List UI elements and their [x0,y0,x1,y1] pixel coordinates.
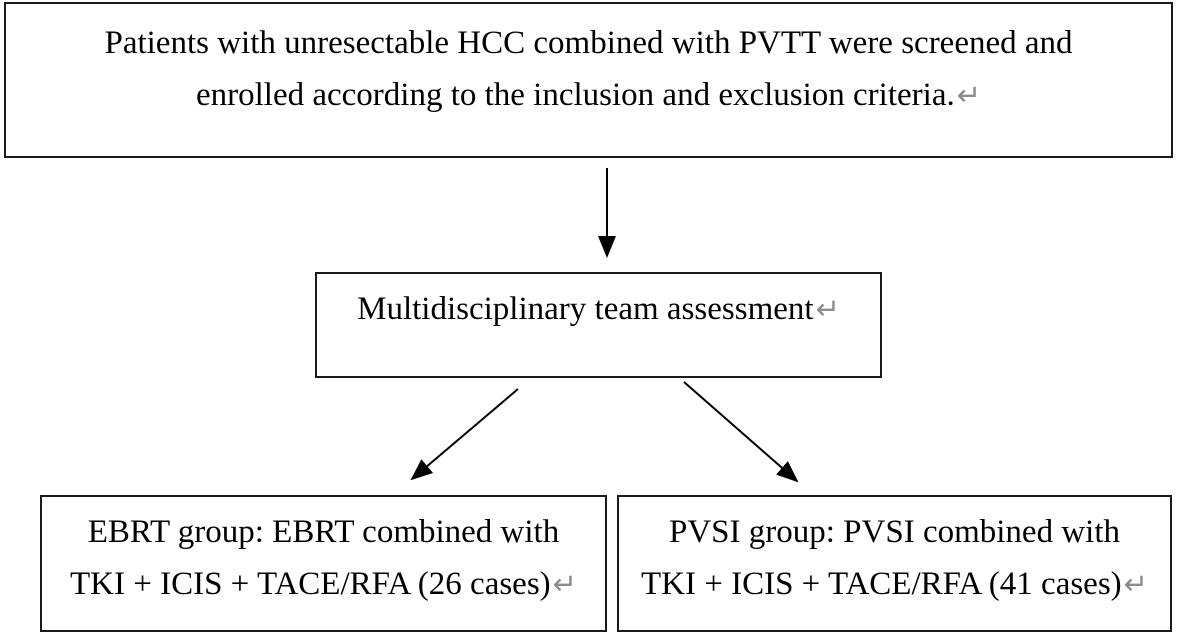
pvsi-group-line1: PVSI group: PVSI combined with [619,506,1170,558]
ebrt-group-line1-text: EBRT group: EBRT combined with [87,514,560,550]
screening-box-line2: enrolled according to the inclusion and … [6,69,1171,121]
paragraph-return-icon: ↵ [956,78,982,112]
pvsi-group-line2: TKI + ICIS + TACE/RFA (41 cases)↵ [619,558,1170,610]
paragraph-return-icon: ↵ [1123,567,1148,601]
mdt-assessment-text: Multidisciplinary team assessment [357,291,814,327]
pvsi-group-line2-text: TKI + ICIS + TACE/RFA (41 cases) [641,566,1122,602]
screening-box-line1-text: Patients with unresectable HCC combined … [104,25,1073,61]
arrow-middle-to-pvsi [683,381,799,483]
mdt-assessment-line: Multidisciplinary team assessment↵ [317,283,880,335]
ebrt-group-box: EBRT group: EBRT combined with TKI + ICI… [40,495,607,632]
screening-box: Patients with unresectable HCC combined … [4,2,1173,158]
screening-box-line2-text: enrolled according to the inclusion and … [195,77,955,113]
ebrt-group-line2-text: TKI + ICIS + TACE/RFA (26 cases) [70,566,551,602]
mdt-assessment-box: Multidisciplinary team assessment↵ [315,272,882,378]
paragraph-return-icon: ↵ [815,292,840,326]
paragraph-return-icon: ↵ [552,567,577,601]
ebrt-group-line1: EBRT group: EBRT combined with [42,506,605,558]
ebrt-group-line2: TKI + ICIS + TACE/RFA (26 cases)↵ [42,558,605,610]
screening-box-line1: Patients with unresectable HCC combined … [6,17,1171,69]
pvsi-group-box: PVSI group: PVSI combined with TKI + ICI… [617,495,1172,632]
pvsi-group-line1-text: PVSI group: PVSI combined with [668,514,1120,550]
arrow-middle-to-ebrt [410,388,519,481]
